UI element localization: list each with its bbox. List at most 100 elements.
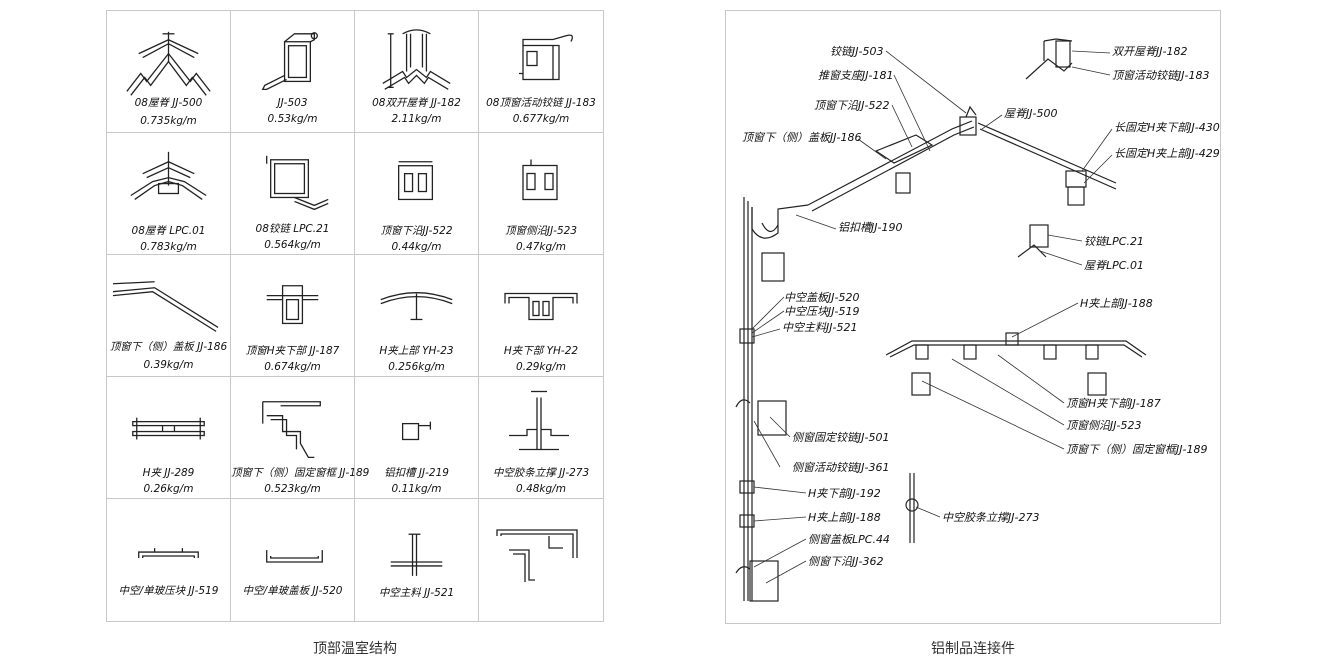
diagram-label: 侧窗活动铰链JJ-361 (792, 461, 890, 474)
profile-cell: 顶窗下（侧）固定窗框 JJ-189 0.523kg/m (231, 377, 370, 499)
profile-weight: 0.47kg/m (516, 241, 566, 253)
profile-weight: 0.735kg/m (140, 115, 197, 127)
h-clip-lower-profile-icon (266, 285, 319, 325)
profile-cell: 铝扣槽 JJ-219 0.11kg/m (355, 377, 479, 499)
profile-name: 08顶窗活动铰链 JJ-183 (486, 97, 596, 109)
profile-cell: 08顶窗活动铰链 JJ-183 0.677kg/m (479, 11, 603, 133)
profile-cell: JJ-503 0.53kg/m (231, 11, 355, 133)
profile-name: H夹 JJ-289 (142, 467, 195, 479)
profile-cell: 08双开屋脊 JJ-182 2.11kg/m (355, 11, 479, 133)
profile-name: 顶窗下（侧）固定窗框 JJ-189 (231, 467, 370, 479)
profile-weight: 0.523kg/m (264, 483, 321, 495)
diagram-label: 中空压块JJ-519 (784, 305, 860, 318)
ridge-lpc-profile-icon (130, 151, 207, 200)
ridge-profile-icon (126, 31, 211, 96)
diagram-label: H夹上部JJ-188 (808, 511, 881, 524)
profile-catalog-panel: 08屋脊 JJ-500 0.735kg/m JJ-503 0.53kg/m (106, 10, 604, 622)
h-clip-profile-icon (132, 417, 205, 440)
diagram-label: 顶窗侧沿JJ-523 (1066, 419, 1142, 432)
hinge-profile-icon (261, 32, 318, 90)
cover-plate-profile-icon (112, 281, 219, 332)
diagram-label: 顶窗下（侧）固定窗框JJ-189 (1066, 443, 1208, 456)
diagram-label: 侧窗盖板LPC.44 (808, 533, 890, 546)
roof-window-hinge-profile-icon (519, 34, 573, 81)
profile-weight: 0.48kg/m (516, 483, 566, 495)
buckle-groove-profile-icon (401, 421, 432, 441)
profile-name: 中空/单玻盖板 JJ-520 (242, 585, 343, 597)
profile-cell: 08屋脊 JJ-500 0.735kg/m (107, 11, 231, 133)
profile-cell: 中空主料 JJ-521 (355, 499, 479, 621)
profile-weight: 0.44kg/m (391, 241, 442, 253)
profile-name: 08屋脊 LPC.01 (131, 225, 206, 237)
profile-cell: 顶窗侧沿JJ-523 0.47kg/m (479, 133, 603, 255)
profile-cell: 08铰链 LPC.21 0.564kg/m (231, 133, 355, 255)
profile-name: 08铰链 LPC.21 (255, 223, 330, 235)
profile-name: 中空胶条立撑 JJ-273 (492, 467, 590, 479)
double-ridge-profile-icon (382, 29, 451, 90)
profile-cell: 08屋脊 LPC.01 0.783kg/m (107, 133, 231, 255)
profile-weight: 0.29kg/m (516, 361, 566, 373)
h-clip-upper-profile-icon (380, 292, 453, 321)
profile-cell: H夹上部 YH-23 0.256kg/m (355, 255, 479, 377)
profile-weight: 0.783kg/m (140, 241, 197, 253)
hinge-lpc-profile-icon (266, 155, 329, 211)
profile-name: H夹下部 YH-22 (503, 345, 579, 357)
profile-cell: 中空/单玻压块 JJ-519 (107, 499, 231, 621)
diagram-label: 屋脊LPC.01 (1084, 259, 1144, 272)
diagram-label: 铰链JJ-503 (830, 45, 884, 58)
profile-name: 顶窗下（侧）盖板 JJ-186 (109, 341, 228, 353)
profile-weight: 0.11kg/m (391, 483, 442, 495)
profile-cell: H夹 JJ-289 0.26kg/m (107, 377, 231, 499)
diagram-label: 中空胶条立撑JJ-273 (942, 511, 1040, 524)
profile-cell: 中空胶条立撑 JJ-273 0.48kg/m (479, 377, 603, 499)
profile-weight: 0.677kg/m (512, 113, 570, 125)
diagram-label: 顶窗H夹下部JJ-187 (1066, 397, 1161, 410)
profile-weight: 0.39kg/m (143, 359, 194, 371)
profile-name: 中空主料 JJ-521 (378, 587, 455, 599)
profile-weight: 2.11kg/m (391, 113, 442, 125)
profile-weight: 0.53kg/m (267, 113, 318, 125)
window-lower-edge-profile-icon (398, 161, 434, 201)
assembly-diagram-panel: 铰链JJ-503 推窗支座JJ-181 顶窗下沿JJ-522 顶窗下（侧）盖板J… (725, 10, 1221, 624)
diagram-label: 侧窗固定铰链JJ-501 (792, 431, 890, 444)
window-side-edge-profile-icon (522, 159, 558, 201)
profile-weight: 0.564kg/m (264, 239, 321, 251)
diagram-label: H夹下部JJ-192 (808, 487, 881, 500)
profile-cell: H夹下部 YH-22 0.29kg/m (479, 255, 603, 377)
diagram-label: 侧窗下沿JJ-362 (808, 555, 884, 568)
profile-cell: 中空/单玻盖板 JJ-520 (231, 499, 355, 621)
diagram-label: 中空主料JJ-521 (782, 321, 858, 334)
diagram-label: 中空盖板JJ-520 (784, 291, 860, 304)
profile-weight: 0.256kg/m (388, 361, 445, 373)
diagram-label: 顶窗下（侧）盖板JJ-186 (742, 131, 862, 144)
profile-cell: 顶窗下（侧）盖板 JJ-186 0.39kg/m (107, 255, 231, 377)
diagram-label: 顶窗活动铰链JJ-183 (1112, 69, 1210, 82)
diagram-label: 顶窗下沿JJ-522 (814, 99, 890, 112)
diagram-label: 长固定H夹上部JJ-429 (1114, 147, 1220, 160)
rubber-strut-profile-icon (509, 390, 569, 451)
h-clip-bottom-profile-icon (504, 292, 578, 321)
profile-name: 08屋脊 JJ-500 (134, 97, 203, 109)
diagram-label: 双开屋脊JJ-182 (1112, 45, 1188, 58)
profile-name: 顶窗下沿JJ-522 (380, 225, 453, 237)
diagram-label: 铝扣槽JJ-190 (838, 221, 903, 234)
profile-grid: 08屋脊 JJ-500 0.735kg/m JJ-503 0.53kg/m (107, 11, 603, 621)
left-panel-caption: 顶部温室结构 (313, 641, 397, 657)
profile-name: H夹上部 YH-23 (379, 345, 454, 357)
profile-weight: 0.26kg/m (143, 483, 194, 495)
profile-cell: 顶窗下沿JJ-522 0.44kg/m (355, 133, 479, 255)
main-material-profile-icon (390, 533, 443, 576)
glass-cover-profile-icon (266, 550, 323, 563)
diagram-label: 铰链LPC.21 (1084, 235, 1144, 248)
diagram-label: 推窗支座JJ-181 (818, 69, 894, 82)
profile-name: 08双开屋脊 JJ-182 (372, 97, 461, 109)
profile-cell: 顶窗H夹下部 JJ-187 0.674kg/m (231, 255, 355, 377)
diagram-label: 屋脊JJ-500 (1004, 107, 1058, 120)
profile-name: 铝扣槽 JJ-219 (384, 467, 449, 479)
fixed-frame-profile-icon (262, 401, 321, 458)
greenhouse-assembly-drawing (735, 38, 1147, 602)
profile-name: JJ-503 (277, 97, 308, 109)
unlabeled-profile-icon (496, 529, 578, 582)
pressing-block-profile-icon (138, 548, 199, 559)
diagram-label: H夹上部JJ-188 (1080, 297, 1153, 310)
